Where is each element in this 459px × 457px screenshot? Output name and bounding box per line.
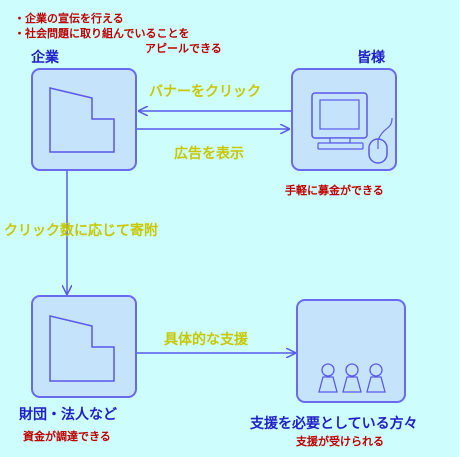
benefit-note-2: ・社会問題に取り組んでいることを bbox=[14, 27, 190, 40]
document-icon bbox=[49, 87, 115, 153]
recipients-label: 支援を必要としている方々 bbox=[250, 416, 418, 432]
computer-icon bbox=[311, 92, 368, 150]
company-node bbox=[31, 68, 137, 171]
edge-label-show-ad: 広告を表示 bbox=[174, 146, 244, 162]
everyone-node bbox=[291, 68, 397, 171]
everyone-note: 手軽に募金ができる bbox=[285, 184, 384, 197]
document-icon bbox=[49, 315, 115, 382]
everyone-label: 皆様 bbox=[357, 50, 385, 66]
foundation-note: 資金が調達できる bbox=[23, 430, 111, 443]
benefit-note-1: ・企業の宣伝を行える bbox=[14, 12, 124, 25]
recipients-node bbox=[296, 299, 406, 403]
foundation-node bbox=[31, 295, 137, 398]
foundation-label: 財団・法人など bbox=[19, 407, 117, 423]
edge-label-donate: クリック数に応じて寄附 bbox=[4, 223, 158, 239]
people-icon bbox=[318, 363, 386, 393]
company-label: 企業 bbox=[31, 50, 59, 66]
edge-label-click-banner: バナーをクリック bbox=[149, 84, 261, 100]
edge-label-support: 具体的な支援 bbox=[164, 332, 248, 348]
mouse-icon bbox=[368, 117, 393, 164]
benefit-note-3: アピールできる bbox=[145, 42, 222, 55]
recipients-note: 支援が受けられる bbox=[296, 435, 384, 448]
